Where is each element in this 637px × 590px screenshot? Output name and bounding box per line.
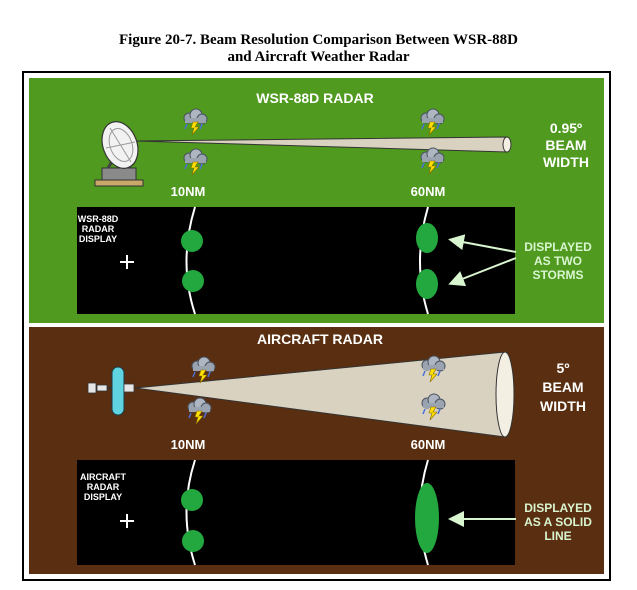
display-center-cross [120,255,134,269]
airplane-icon [87,366,135,416]
display-center-cross [120,514,134,528]
aircraft-range-10nm: 10NM [171,437,206,452]
wsr-radar-display [77,207,515,314]
wsr-range-ring-60nm [419,206,429,315]
aircraft-storm-echo [181,489,203,511]
wsr-callout-text: AS TWO [534,254,582,268]
wsr-callout-text: STORMS [532,268,583,282]
wsr-range-10nm: 10NM [171,184,206,199]
figure-title-line-2: and Aircraft Weather Radar [227,49,410,65]
wsr-display-label: DISPLAY [79,234,117,244]
aircraft-beam-width-value: 5º [557,360,570,376]
aircraft-display-label: DISPLAY [84,492,122,502]
figure-frame [22,71,611,581]
aircraft-storm-echo [182,530,204,552]
wsr-storm-echo [416,223,438,253]
callout-arrow [448,234,517,253]
aircraft-range-60nm: 60NM [411,437,446,452]
wsr-display-label: WSR-88D [78,214,119,224]
wsr-beam-width-value: 0.95º [550,120,582,136]
wsr-storm-echo [182,270,204,292]
aircraft-display-label: RADAR [87,482,120,492]
wsr-beam-width-label: WIDTH [543,154,589,170]
wsr-range-ring-10nm [185,206,196,315]
callout-arrow [448,257,517,287]
wsr-panel-header: WSR-88D RADAR [256,90,373,106]
aircraft-callout-text: AS A SOLID [524,515,592,529]
wsr-beam-end [502,136,512,153]
aircraft-callout-text: LINE [544,529,571,543]
wsr-storm-echo [416,269,438,299]
aircraft-callout-text: DISPLAYED [524,501,592,515]
aircraft-beam-width-label: WIDTH [540,398,586,414]
aircraft-storm-echo-solid-line [415,483,439,553]
aircraft-range-ring-10nm [185,459,196,566]
wsr-display-label: RADAR [82,224,115,234]
figure-title-line-1: Figure 20-7. Beam Resolution Comparison … [118,32,519,48]
aircraft-panel-header: AIRCRAFT RADAR [257,331,383,347]
wsr-callout-text: DISPLAYED [524,240,592,254]
radar-dish-icon [94,121,144,187]
aircraft-radar-display [77,460,515,565]
aircraft-beam-width-label: BEAM [542,379,583,395]
wsr-range-60nm: 60NM [411,184,446,199]
wsr-storm-echo [181,230,203,252]
aircraft-display-label: AIRCRAFT [80,472,126,482]
wsr-beam-width-label: BEAM [545,137,586,153]
aircraft-beam-end [495,351,515,438]
